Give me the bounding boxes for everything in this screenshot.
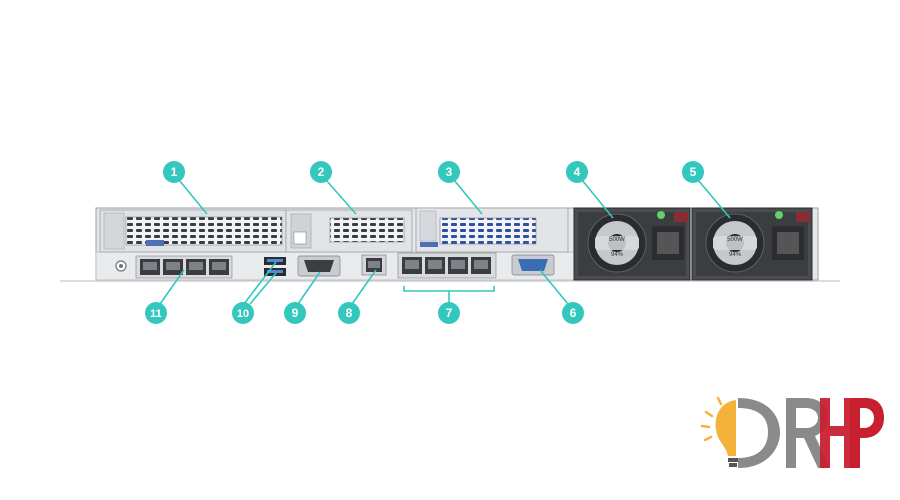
serial-port — [297, 255, 341, 277]
pcie-slot-2 — [285, 209, 413, 253]
leader-10b — [249, 272, 277, 305]
callout-1-label: 1 — [171, 165, 178, 179]
callout-7-label: 7 — [446, 306, 453, 320]
leader-11 — [159, 269, 185, 305]
callout-3: 3 — [438, 161, 460, 183]
callout-11-label: 11 — [150, 308, 162, 320]
callout-10: 10 — [232, 302, 254, 324]
leader-6 — [539, 269, 569, 305]
callout-2-label: 2 — [318, 165, 325, 179]
psu-1-efficiency: 94% — [611, 252, 624, 258]
callout-8: 8 — [338, 302, 360, 324]
leader-10a — [243, 261, 277, 305]
ilo-port — [361, 254, 387, 276]
leader-4 — [581, 179, 614, 219]
usb-ports — [264, 257, 286, 276]
callout-3-label: 3 — [446, 165, 453, 179]
psu-2: 500W 94% — [691, 207, 813, 281]
callout-6: 6 — [562, 302, 584, 324]
callout-2: 2 — [310, 161, 332, 183]
vga-port — [511, 254, 555, 276]
leader-3 — [453, 179, 483, 215]
callout-7: 7 — [438, 302, 460, 324]
callout-9-label: 9 — [292, 306, 299, 320]
callout-4: 4 — [566, 161, 588, 183]
drhp-logo — [700, 396, 884, 468]
uid-button — [115, 260, 127, 272]
callout-6-label: 6 — [570, 306, 577, 320]
leader-8 — [351, 269, 377, 305]
callout-10-label: 10 — [237, 308, 249, 320]
callout-4-label: 4 — [574, 165, 581, 179]
lom-ports — [135, 255, 233, 279]
callout-5-label: 5 — [690, 165, 697, 179]
pcie-slot-1 — [99, 209, 287, 253]
callout-8-label: 8 — [346, 306, 353, 320]
leader-5 — [697, 179, 731, 219]
leader-1 — [178, 179, 208, 215]
psu-2-wattage: 500W — [727, 237, 743, 243]
pcie-slot-3 — [415, 207, 569, 253]
leader-9 — [297, 271, 321, 305]
callout-5: 5 — [682, 161, 704, 183]
callout-11: 11 — [145, 302, 167, 324]
flexlom-ports — [397, 252, 497, 279]
callout-1: 1 — [163, 161, 185, 183]
leader-2 — [325, 179, 357, 215]
callout-leaders — [159, 179, 731, 305]
callout-9: 9 — [284, 302, 306, 324]
psu-1: 500W 94% — [573, 207, 691, 281]
bracket-7 — [403, 286, 495, 292]
psu-2-efficiency: 94% — [729, 252, 742, 258]
psu-1-wattage: 500W — [609, 237, 625, 243]
